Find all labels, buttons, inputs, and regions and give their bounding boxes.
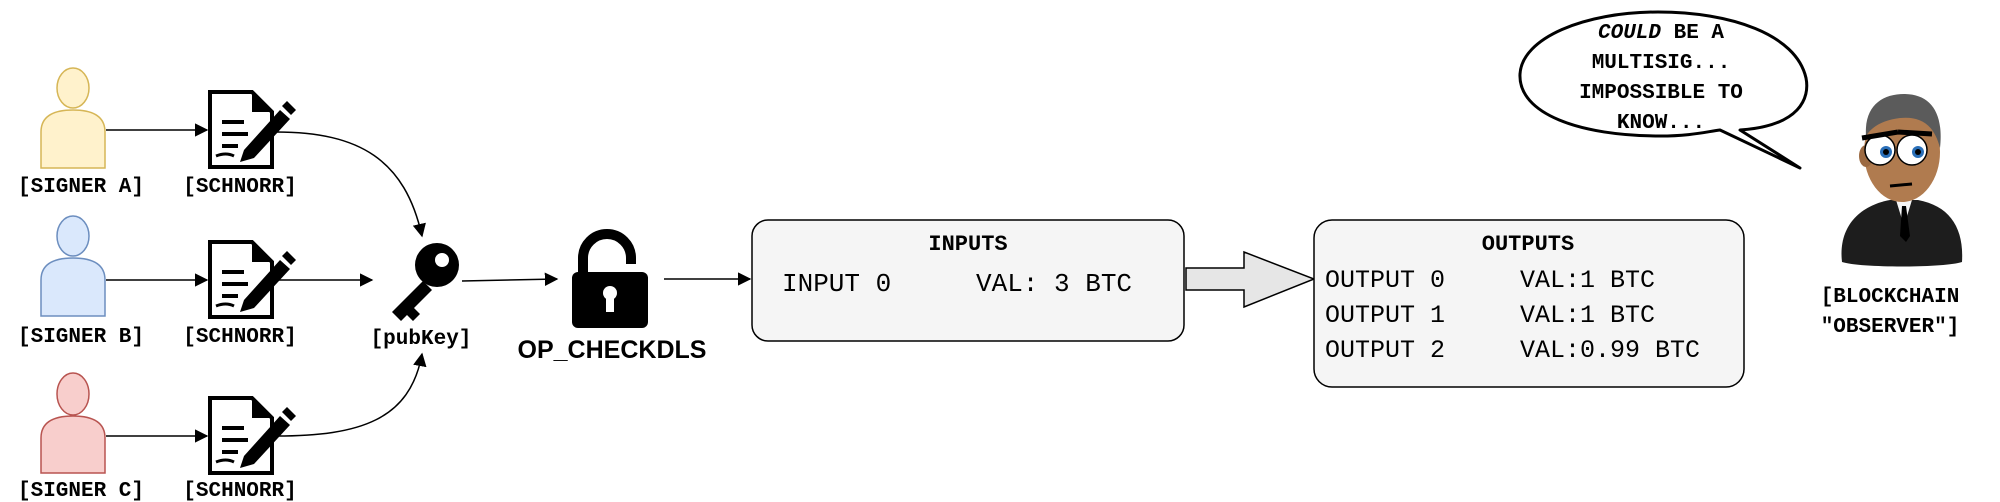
output-value: VAL:0.99 BTC xyxy=(1520,336,1700,365)
public-key: [pubKey] xyxy=(371,243,472,351)
output-row: OUTPUT 0 VAL:1 BTC xyxy=(1325,266,1655,295)
eyes xyxy=(1861,129,1933,166)
signer-c: [SIGNER C] xyxy=(18,372,144,502)
signed-document-icon xyxy=(208,90,296,169)
arrow-key-to-lock xyxy=(461,272,559,287)
person-icon xyxy=(40,372,106,474)
signature-label: [SCHNORR] xyxy=(183,326,296,349)
output-value: VAL:1 BTC xyxy=(1520,266,1655,295)
speech-line-2: MULTISIG... xyxy=(1592,52,1731,75)
signature-document-c: [SCHNORR] xyxy=(183,396,297,502)
input-name: INPUT 0 xyxy=(782,269,891,299)
transaction-arrow xyxy=(1185,250,1317,309)
signer-label: [SIGNER C] xyxy=(18,480,144,502)
output-name: OUTPUT 2 xyxy=(1325,336,1445,365)
speech-line-3: IMPOSSIBLE TO xyxy=(1579,82,1743,105)
speech-bubble: COULD BE A MULTISIG... IMPOSSIBLE TO KNO… xyxy=(1518,10,1809,170)
signer-b: [SIGNER B] xyxy=(18,215,144,349)
inputs-title: INPUTS xyxy=(928,232,1007,257)
output-value: VAL:1 BTC xyxy=(1520,301,1655,330)
signer-a: [SIGNER A] xyxy=(18,67,144,199)
unlocked-padlock-icon xyxy=(572,229,648,328)
signed-document-icon xyxy=(208,396,296,475)
outputs-title: OUTPUTS xyxy=(1482,232,1574,257)
person-icon xyxy=(40,215,106,317)
signed-document-icon xyxy=(208,240,296,319)
key-label: [pubKey] xyxy=(371,328,472,351)
person-icon xyxy=(40,67,106,169)
speech-line-1-rest: BE A xyxy=(1661,22,1724,45)
output-row: OUTPUT 1 VAL:1 BTC xyxy=(1325,301,1655,330)
outputs-box: OUTPUTS OUTPUT 0 VAL:1 BTC OUTPUT 1 VAL:… xyxy=(1313,219,1745,388)
op-checkdls: OP_CHECKDLS xyxy=(518,229,707,364)
output-row: OUTPUT 2 VAL:0.99 BTC xyxy=(1325,336,1700,365)
signature-document-a: [SCHNORR] xyxy=(183,90,297,199)
observer-label-line-2: "OBSERVER"] xyxy=(1821,316,1960,339)
arrow-doc-a-to-key xyxy=(275,131,426,238)
signature-document-b: [SCHNORR] xyxy=(183,240,297,349)
output-name: OUTPUT 0 xyxy=(1325,266,1445,295)
signer-label: [SIGNER A] xyxy=(18,176,144,199)
signature-label: [SCHNORR] xyxy=(183,480,296,502)
key-icon xyxy=(392,243,459,321)
input-value: VAL: 3 BTC xyxy=(976,269,1132,299)
arrow-doc-c-to-key xyxy=(275,352,427,437)
output-name: OUTPUT 1 xyxy=(1325,301,1445,330)
speech-line-1: COULD BE A xyxy=(1598,22,1724,45)
observer-label-line-1: [BLOCKCHAIN xyxy=(1821,286,1960,309)
speech-line-4: KNOW... xyxy=(1617,112,1705,135)
lock-label: OP_CHECKDLS xyxy=(518,336,707,364)
signature-label: [SCHNORR] xyxy=(183,176,296,199)
observer-avatar: [BLOCKCHAIN "OBSERVER"] xyxy=(1821,94,1963,339)
signer-label: [SIGNER B] xyxy=(18,326,144,349)
inputs-box: INPUTS INPUT 0 VAL: 3 BTC xyxy=(751,219,1185,342)
speech-emphasis: COULD xyxy=(1598,22,1661,45)
